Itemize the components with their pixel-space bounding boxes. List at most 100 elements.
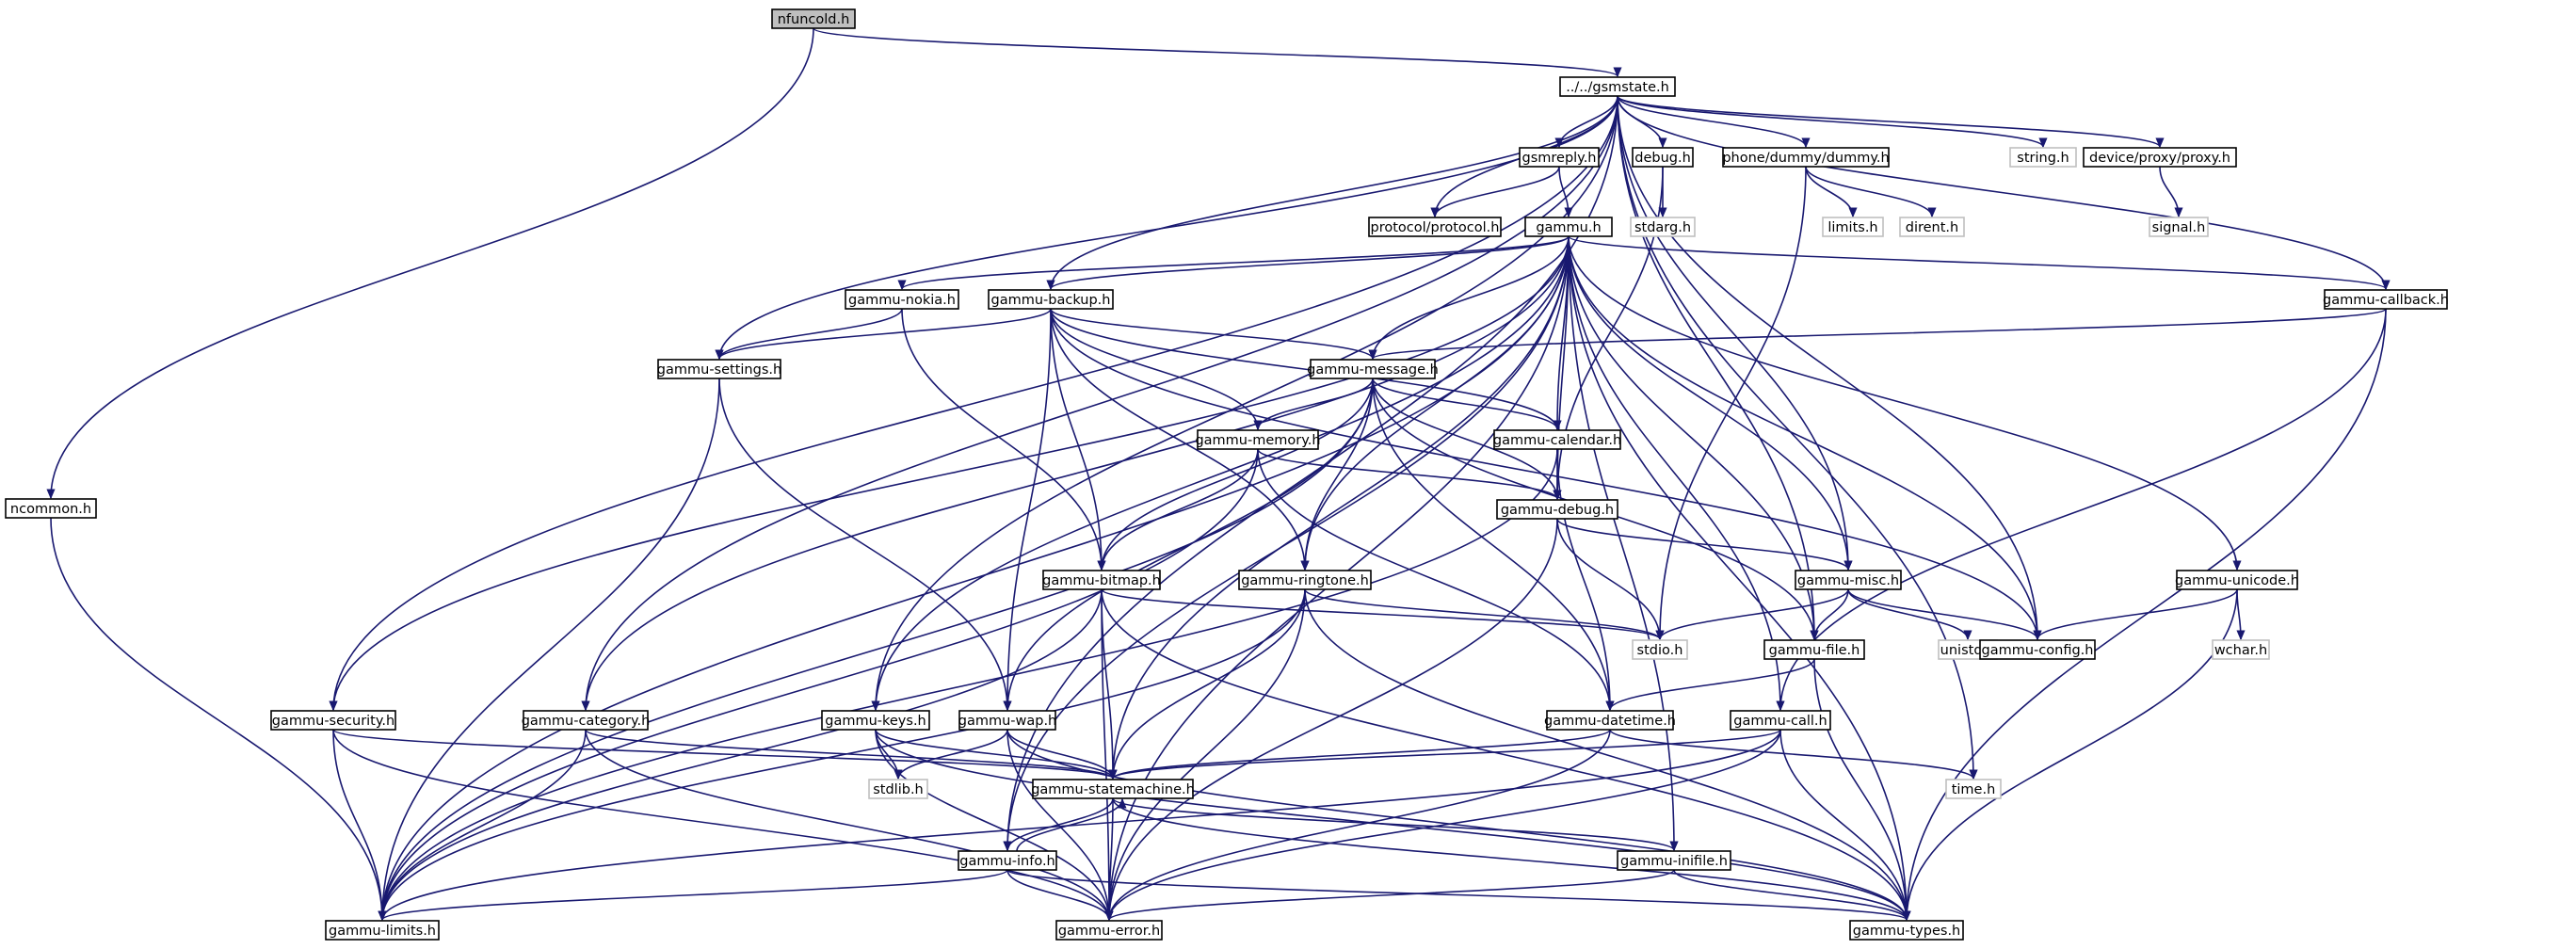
node-calendar[interactable]: gammu-calendar.h: [1493, 429, 1621, 450]
node-category[interactable]: gammu-category.h: [522, 710, 651, 731]
node-datetime[interactable]: gammu-datetime.h: [1544, 710, 1676, 731]
node-box: [1630, 217, 1696, 237]
node-dummy[interactable]: phone/dummy/dummy.h: [1722, 147, 1890, 168]
arrowhead-gammu-to-category: [581, 700, 590, 712]
node-label: wchar.h: [2214, 643, 2267, 658]
node-label: time.h: [1952, 782, 1996, 797]
node-wap[interactable]: gammu-wap.h: [958, 710, 1057, 731]
node-box: [1730, 710, 1831, 731]
edge-settings-to-wap: [718, 378, 1008, 711]
node-misc[interactable]: gammu-misc.h: [1795, 570, 1902, 590]
node-ncommon[interactable]: ncommon.h: [5, 498, 97, 519]
node-box: [2009, 147, 2077, 168]
node-settings[interactable]: gammu-settings.h: [657, 359, 781, 379]
node-inifile[interactable]: gammu-inifile.h: [1617, 850, 1731, 871]
edge-backup-to-settings: [718, 308, 1052, 360]
node-label: gammu-nokia.h: [848, 293, 956, 308]
node-message[interactable]: gammu-message.h: [1307, 359, 1439, 379]
node-memory[interactable]: gammu-memory.h: [1195, 429, 1321, 450]
node-nfuncold[interactable]: nfuncold.h: [771, 8, 856, 29]
arrowhead-inifile-to-error: [1104, 910, 1114, 922]
arrowhead-message-to-ringtone: [1300, 560, 1310, 571]
arrowhead-proxy-to-signal: [2174, 207, 2183, 218]
arrowhead-message-to-calendar: [1553, 420, 1562, 431]
node-backup[interactable]: gammu-backup.h: [988, 289, 1114, 310]
node-box: [1042, 570, 1161, 590]
node-stdio[interactable]: stdio.h: [1632, 639, 1688, 660]
edge-call-to-types: [1779, 729, 1908, 921]
node-proxy[interactable]: device/proxy/proxy.h: [2083, 147, 2237, 168]
arrowhead-misc-to-file: [1810, 630, 1819, 641]
node-timeh[interactable]: time.h: [1945, 779, 2002, 799]
node-gsmreply[interactable]: gsmreply.h: [1519, 147, 1600, 168]
node-types[interactable]: gammu-types.h: [1849, 920, 1964, 941]
edge-gsmstate-to-config: [1617, 95, 2038, 640]
node-signal[interactable]: signal.h: [2149, 217, 2209, 237]
edge-info-to-types: [1006, 869, 1908, 921]
node-call[interactable]: gammu-call.h: [1730, 710, 1831, 731]
node-label: gammu-message.h: [1307, 362, 1439, 378]
node-dirent[interactable]: dirent.h: [1899, 217, 1965, 237]
edge-memory-to-bitmap: [1101, 448, 1259, 571]
node-label: gammu-bitmap.h: [1042, 573, 1161, 588]
edge-gsmstate-to-keys: [875, 95, 1618, 711]
edge-gdebug-to-error: [1108, 518, 1558, 921]
node-stdlib[interactable]: stdlib.h: [868, 779, 928, 799]
edge-info-to-statemachine: [1016, 798, 1123, 852]
edge-backup-to-wap: [1006, 308, 1052, 711]
node-limits[interactable]: limits.h: [1822, 217, 1884, 237]
arrowhead-unicode-to-wchar: [2236, 630, 2246, 641]
node-stringh[interactable]: string.h: [2009, 147, 2077, 168]
edge-gammu-to-backup: [1050, 235, 1570, 290]
edge-gammu-to-keys: [875, 235, 1570, 711]
edge-backup-to-memory: [1050, 308, 1259, 430]
node-keys[interactable]: gammu-keys.h: [821, 710, 930, 731]
node-box: [1032, 779, 1194, 799]
node-label: gammu-settings.h: [657, 362, 781, 378]
node-label: stdarg.h: [1634, 220, 1691, 235]
edge-security-to-glimits: [332, 729, 383, 921]
node-error[interactable]: gammu-error.h: [1055, 920, 1163, 941]
node-box: [2083, 147, 2237, 168]
node-callback[interactable]: gammu-callback.h: [2323, 289, 2449, 310]
node-nokia[interactable]: gammu-nokia.h: [845, 289, 959, 310]
node-security[interactable]: gammu-security.h: [270, 710, 396, 731]
node-label: debug.h: [1634, 151, 1691, 166]
edge-calendar-to-glimits: [381, 448, 1558, 921]
edge-gsmstate-to-category: [585, 95, 1618, 711]
node-ringtone[interactable]: gammu-ringtone.h: [1238, 570, 1372, 590]
arrowhead-callback-to-call: [1776, 700, 1785, 712]
node-gdebug[interactable]: gammu-debug.h: [1496, 499, 1618, 520]
node-bitmap[interactable]: gammu-bitmap.h: [1042, 570, 1161, 590]
node-debugh[interactable]: debug.h: [1632, 147, 1694, 168]
node-protocol[interactable]: protocol/protocol.h: [1368, 217, 1502, 237]
edge-keys-to-statemachine: [875, 729, 1114, 780]
edge-wap-to-stdlib: [897, 729, 1008, 780]
node-info[interactable]: gammu-info.h: [958, 850, 1057, 871]
node-box: [1055, 920, 1163, 941]
node-glimits[interactable]: gammu-limits.h: [325, 920, 440, 941]
node-gsmstate[interactable]: ../../gsmstate.h: [1559, 76, 1676, 97]
arrowhead-info-to-glimits: [378, 910, 387, 922]
node-stdarg[interactable]: stdarg.h: [1630, 217, 1696, 237]
node-label: phone/dummy/dummy.h: [1722, 151, 1889, 166]
node-box: [1546, 710, 1674, 731]
edge-gsmstate-to-file: [1617, 95, 1815, 640]
node-label: gammu-debug.h: [1501, 503, 1614, 518]
edge-gsmstate-to-callback: [1617, 95, 2387, 290]
edge-datetime-to-statemachine: [1112, 729, 1611, 780]
arrowhead-gammu-to-security: [329, 700, 338, 712]
node-wchar[interactable]: wchar.h: [2212, 639, 2270, 660]
node-label: ncommon.h: [10, 502, 91, 517]
node-file[interactable]: gammu-file.h: [1763, 639, 1865, 660]
node-gammu[interactable]: gammu.h: [1524, 217, 1613, 237]
edge-dummy-to-dirent: [1805, 166, 1933, 217]
node-statemachine[interactable]: gammu-statemachine.h: [1031, 779, 1195, 799]
arrowhead-nfuncold-to-ncommon: [46, 489, 56, 500]
node-unicode[interactable]: gammu-unicode.h: [2175, 570, 2299, 590]
edge-misc-to-unistd: [1847, 588, 1969, 640]
edge-gsmstate-to-backup: [1050, 95, 1618, 290]
node-label: gammu-statemachine.h: [1031, 782, 1195, 797]
node-config[interactable]: gammu-config.h: [1979, 639, 2096, 660]
edge-gammu-to-nokia: [901, 235, 1570, 290]
